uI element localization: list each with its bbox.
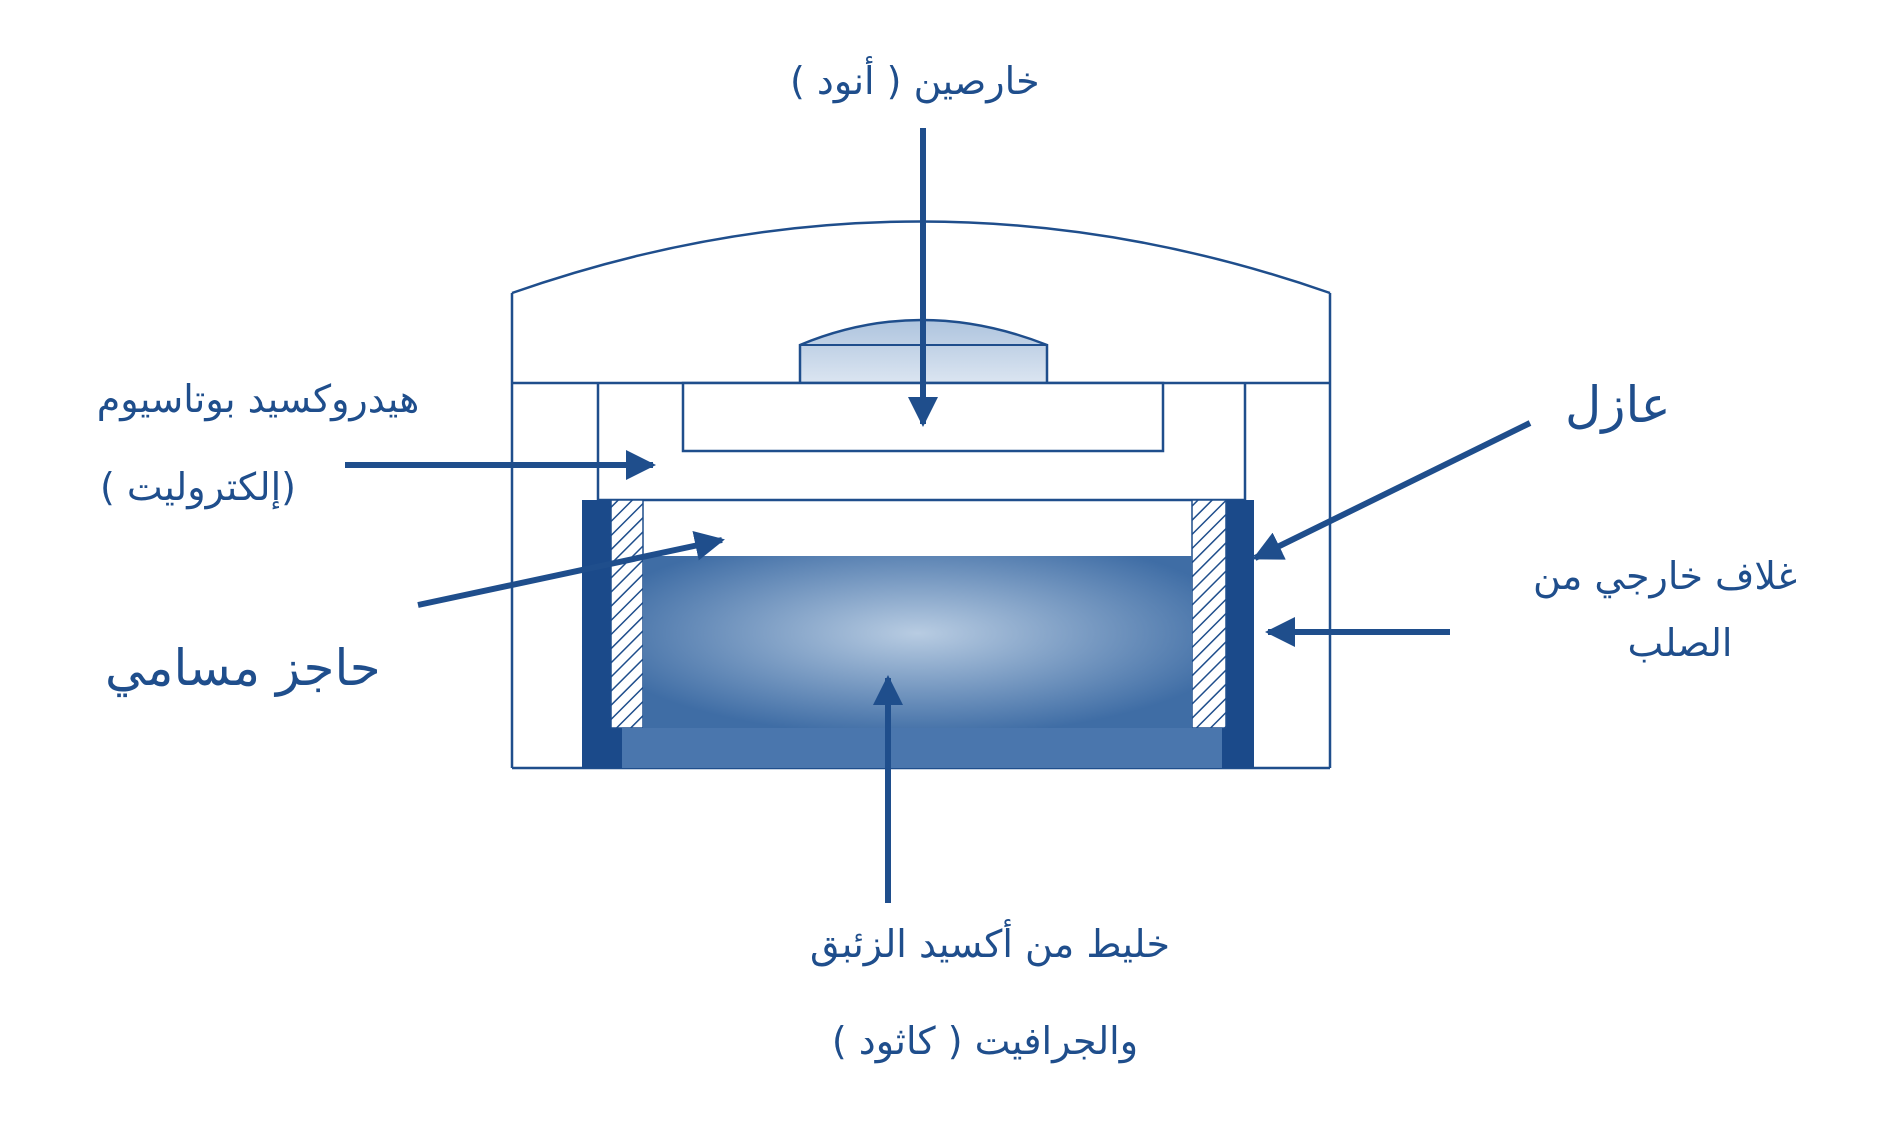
porous-barrier-left — [610, 499, 644, 729]
porous-barrier-right — [1191, 499, 1227, 729]
porous-barrier-arrow — [417, 530, 725, 608]
cathode-label-line2: والجرافيت ( كاثود ) — [831, 1019, 1139, 1063]
anode-label: خارصين ( أنود ) — [790, 59, 1040, 103]
arrows — [345, 128, 1532, 903]
cathode-label-line1: خليط من أكسيد الزئبق — [810, 922, 1170, 966]
cathode-mixture — [643, 556, 1192, 728]
steel-case-right — [1222, 500, 1254, 768]
electrolyte-label-line2: (إلكتروليت ) — [100, 465, 296, 509]
outer-case-label-line1: غلاف خارجي من — [1533, 554, 1797, 598]
cathode-base — [622, 728, 1222, 768]
outer-case-label-line2: الصلب — [1627, 621, 1733, 665]
porous-barrier-label: حاجز مسامي — [105, 639, 381, 697]
insulator-arrow — [1252, 420, 1532, 561]
electrolyte-label-line1: هيدروكسيد بوتاسيوم — [96, 377, 420, 421]
insulator-label: عازل — [1565, 376, 1671, 434]
